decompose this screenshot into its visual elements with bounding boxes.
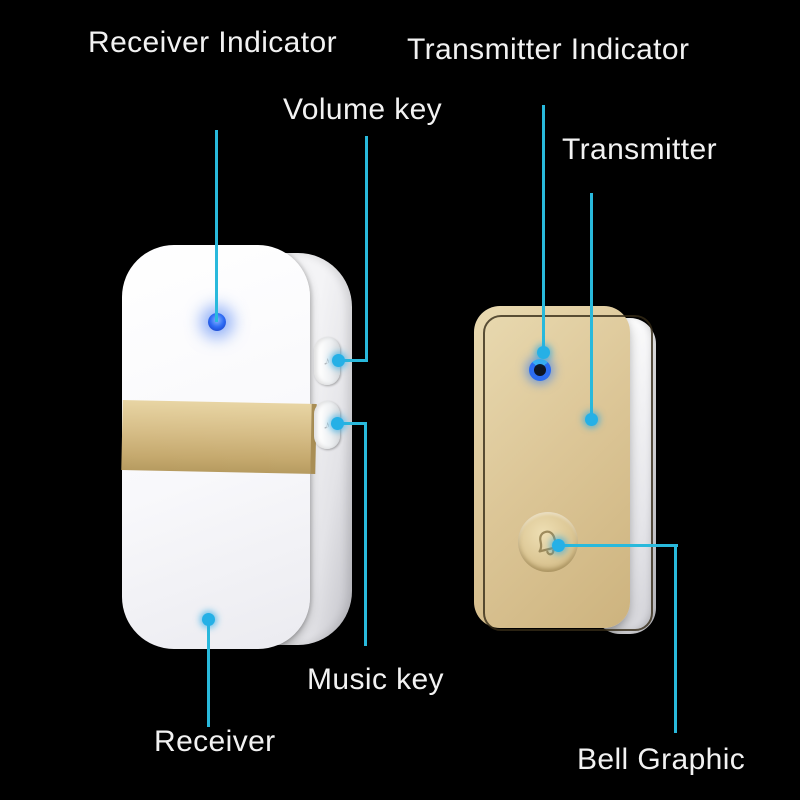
volume-key-pointer-dot	[332, 354, 345, 367]
volume-key-callout-line-vertical	[365, 136, 368, 362]
receiver-pointer-dot	[202, 613, 215, 626]
bell-graphic-callout-line-vertical	[674, 545, 677, 733]
transmitter-indicator-pointer-dot	[537, 346, 550, 359]
bell-icon	[538, 530, 561, 556]
music-key-callout-line-vertical	[364, 423, 367, 646]
transmitter-pointer-dot	[585, 413, 598, 426]
receiver-gold-band	[121, 399, 317, 475]
transmitter-inset-outline	[483, 315, 653, 631]
transmitter-device	[474, 306, 662, 640]
label-volume-key: Volume key	[283, 93, 443, 126]
label-music-key: Music key	[307, 663, 444, 696]
transmitter-front-face	[474, 306, 630, 628]
music-key-callout-line-horizontal	[338, 422, 367, 425]
bell-button	[518, 512, 578, 572]
transmitter-indicator-callout-line	[542, 105, 545, 353]
receiver-callout-line	[207, 620, 210, 727]
bell-graphic-callout-line-horizontal	[559, 544, 678, 547]
label-transmitter: Transmitter	[562, 133, 717, 166]
transmitter-led-ring-icon	[529, 359, 551, 381]
music-note-icon: ♪	[322, 417, 332, 433]
receiver-device: ♪ ♪	[121, 245, 352, 649]
music-key-pointer-dot	[331, 417, 344, 430]
label-receiver: Receiver	[154, 725, 276, 758]
volume-key-icon: ♪	[322, 353, 332, 369]
label-receiver-indicator: Receiver Indicator	[88, 26, 337, 59]
bell-graphic-pointer-dot	[552, 539, 565, 552]
volume-key-callout-line-horizontal	[339, 359, 368, 362]
label-bell-graphic: Bell Graphic	[577, 743, 746, 776]
receiver-indicator-callout-line	[215, 130, 218, 322]
label-transmitter-indicator: Transmitter Indicator	[407, 33, 690, 66]
transmitter-callout-line	[590, 193, 593, 420]
receiver-led-indicator-icon	[208, 313, 226, 331]
